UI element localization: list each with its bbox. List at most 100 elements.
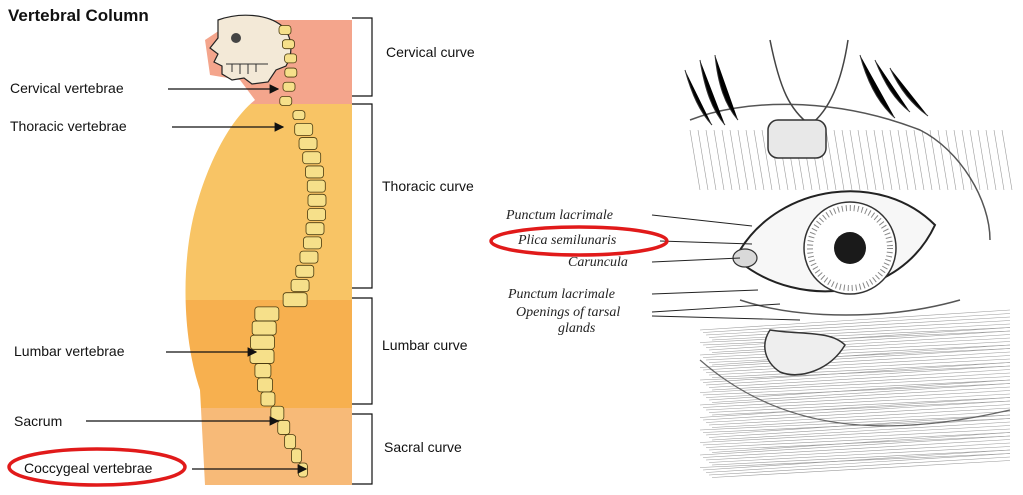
bracket-lumbar — [352, 297, 373, 405]
bracket-cervical — [352, 17, 373, 97]
leader-openings-1 — [651, 303, 781, 313]
vertebra — [295, 264, 315, 278]
hatch-line — [702, 351, 1011, 371]
hatch-line — [961, 129, 973, 191]
leader-punctum-lower — [651, 289, 759, 295]
hatch-line — [705, 383, 1011, 398]
hatch-line — [705, 316, 1011, 336]
hatch-line — [705, 129, 717, 191]
hatch-line — [737, 129, 749, 191]
hatch-line — [969, 129, 981, 191]
label-coccygeal-vertebrae: Coccygeal vertebrae — [24, 460, 153, 476]
hatch-line — [985, 129, 997, 191]
brow-retractor — [769, 39, 849, 126]
vertebra — [284, 434, 297, 450]
label-openings-tarsal-line2: glands — [558, 321, 596, 336]
vertebra — [277, 420, 291, 435]
hatch-line — [711, 400, 1011, 416]
hatch-line — [699, 376, 1011, 393]
hatch-line — [708, 320, 1011, 338]
hatch-line — [702, 400, 1011, 421]
hatch-line — [729, 129, 741, 191]
hatch-line — [897, 129, 909, 191]
vertebra — [282, 81, 296, 92]
bracket-thoracic — [352, 103, 373, 289]
upper-lid-fold — [689, 103, 991, 241]
vertebra — [284, 53, 298, 64]
vertebra — [305, 165, 324, 179]
hatch-line — [711, 334, 1011, 353]
spine-title: Vertebral Column — [8, 6, 149, 25]
hatch-line — [913, 129, 925, 191]
label-caruncula: Caruncula — [568, 255, 628, 270]
hatch-line — [711, 372, 1011, 391]
vertebra — [279, 96, 293, 106]
hatch-line — [699, 365, 1011, 381]
vertebra — [278, 25, 292, 35]
vertebra — [297, 462, 308, 478]
label-cervical-curve: Cervical curve — [386, 44, 475, 60]
hatch-line — [708, 397, 1011, 413]
label-plica-semilunaris: Plica semilunaris — [517, 233, 617, 248]
hatch-line — [699, 337, 1011, 356]
hatch-line — [705, 404, 1011, 423]
hatch-line — [825, 129, 837, 191]
hatch-line — [702, 418, 1011, 433]
hatch-line — [702, 341, 1011, 358]
vertebra — [251, 320, 277, 336]
hatch-line — [708, 418, 1011, 438]
lower-lid — [739, 299, 961, 316]
hatch-line — [873, 129, 885, 191]
hatch-line — [705, 393, 1011, 411]
leader-caruncula — [651, 257, 741, 263]
hatch-line — [833, 129, 845, 191]
hatch-line — [708, 379, 1011, 401]
hatch-line — [702, 362, 1011, 383]
hatch-line — [702, 449, 1011, 471]
hatch-line — [881, 129, 893, 191]
hatch-line — [705, 432, 1011, 448]
hatch-line — [708, 369, 1011, 388]
lower-lid-retractor — [764, 329, 846, 376]
hatch-line — [753, 129, 765, 191]
hatch-line — [711, 383, 1011, 403]
vertebra — [257, 377, 273, 393]
vertebra — [299, 250, 319, 264]
hatch-line — [705, 365, 1011, 386]
hatch-line — [711, 323, 1011, 341]
vertebra — [250, 334, 275, 350]
vertebra — [260, 391, 276, 407]
pupil — [834, 232, 866, 264]
label-thoracic-curve: Thoracic curve — [382, 178, 474, 194]
hatch-line — [702, 428, 1011, 446]
hatch-line — [841, 129, 853, 191]
hatch-line — [708, 348, 1011, 363]
vertebra — [292, 110, 306, 121]
hatch-line — [699, 453, 1011, 468]
hatch-line — [705, 327, 1011, 348]
vertebra — [294, 122, 314, 136]
hatch-line — [702, 439, 1011, 458]
hatch-line — [699, 425, 1011, 443]
leader-punctum-upper — [651, 214, 753, 227]
hatch-line — [708, 456, 1011, 476]
label-sacrum: Sacrum — [14, 413, 62, 429]
vertebra — [303, 236, 322, 250]
hatch-line — [705, 344, 1011, 361]
spine-panel: Vertebral Column Cervical vertebrae Thor… — [7, 6, 475, 487]
vertebra — [307, 208, 326, 221]
hatch-line — [711, 411, 1011, 428]
highlight-circle-plica — [489, 225, 669, 257]
vertebra — [306, 179, 326, 193]
leader-openings-2 — [651, 315, 801, 321]
label-punctum-lacrimale-lower: Punctum lacrimale — [507, 287, 615, 302]
label-openings-tarsal-line1: Openings of tarsal — [516, 305, 620, 320]
hatch-line — [1001, 129, 1013, 191]
vertebra — [270, 405, 285, 421]
hatch-line — [702, 379, 1011, 396]
hatch-line — [711, 344, 1011, 366]
hatch-line — [711, 449, 1011, 466]
hatch-line — [977, 129, 989, 191]
cheek-contour — [699, 359, 1011, 427]
hatch-line — [937, 129, 949, 191]
